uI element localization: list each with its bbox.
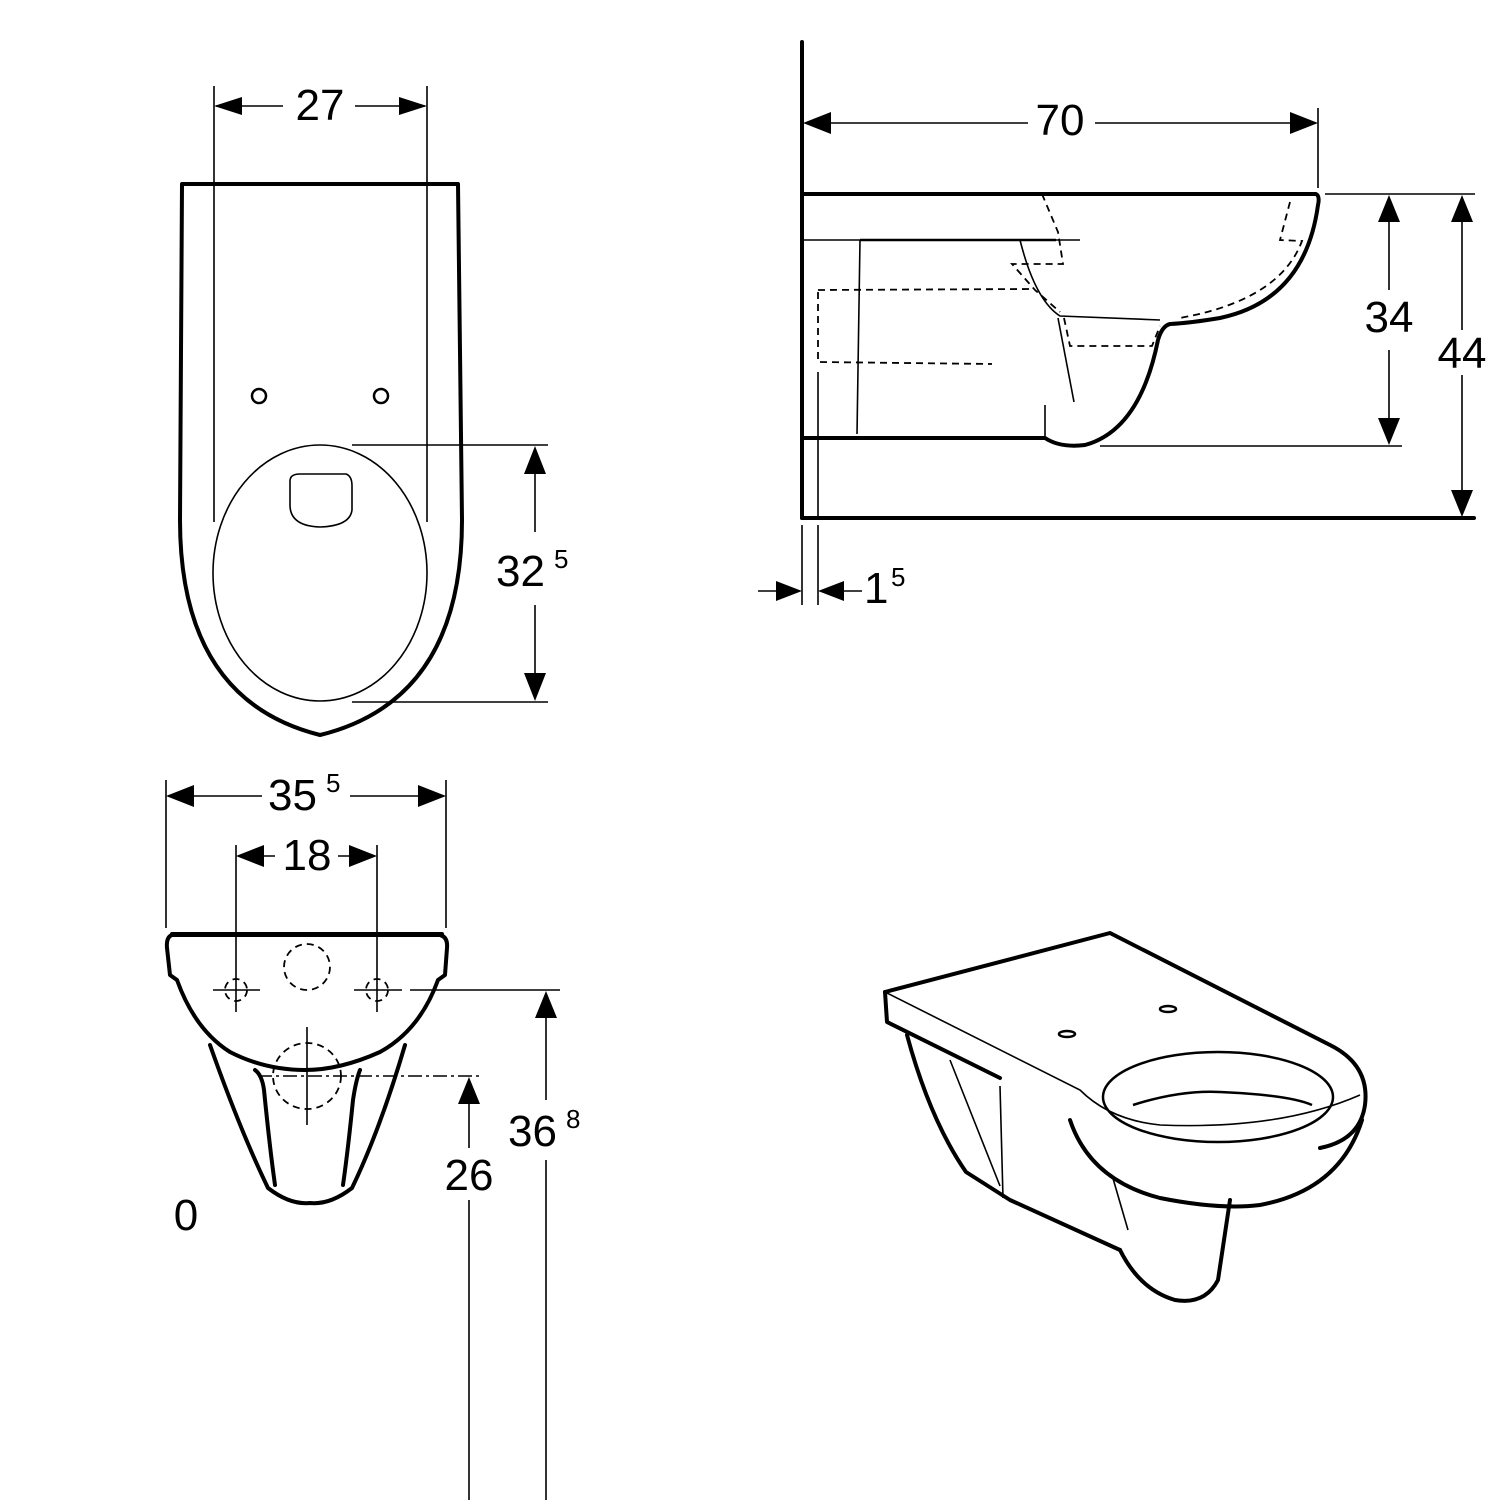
dim-bowl-length: 32 [496,547,545,596]
inlet-hidden-icon [283,943,331,991]
dim-fixing-height-sup: 8 [566,1104,580,1134]
dim-wall-gap: 1 [864,564,888,613]
top-view-outline [178,182,464,737]
flush-insert [289,473,353,528]
isometric-view [883,931,1368,1303]
seat-hole-right-icon [372,387,390,405]
dim-top-width: 27 [296,81,345,130]
dim-fixing-height: 36 [508,1107,557,1156]
seat-hole-left-icon [250,387,268,405]
floor-level-label: 0 [174,1191,198,1240]
dim-wall-gap-sup: 5 [891,562,905,592]
iso-seat-hole-right-icon [1158,1004,1178,1014]
pan-top [801,192,1321,448]
dim-front-width: 35 [268,771,317,820]
dim-outlet-height: 26 [445,1151,494,1200]
dim-fixing-spacing: 18 [283,831,332,880]
dim-total-height: 44 [1438,329,1487,378]
bowl-opening [212,444,428,702]
top-view: 27 32 5 [178,81,568,737]
dim-bowl-length-sup: 5 [554,544,568,574]
front-view-outline [164,933,450,1072]
dim-front-width-sup: 5 [326,768,340,798]
iso-seat-hole-left-icon [1057,1029,1077,1039]
dim-bowl-height: 34 [1365,293,1414,342]
dim-length: 70 [1036,96,1085,145]
front-view: 35 5 18 36 8 26 0 [164,768,580,1500]
side-view: 70 34 44 1 5 [758,40,1487,613]
